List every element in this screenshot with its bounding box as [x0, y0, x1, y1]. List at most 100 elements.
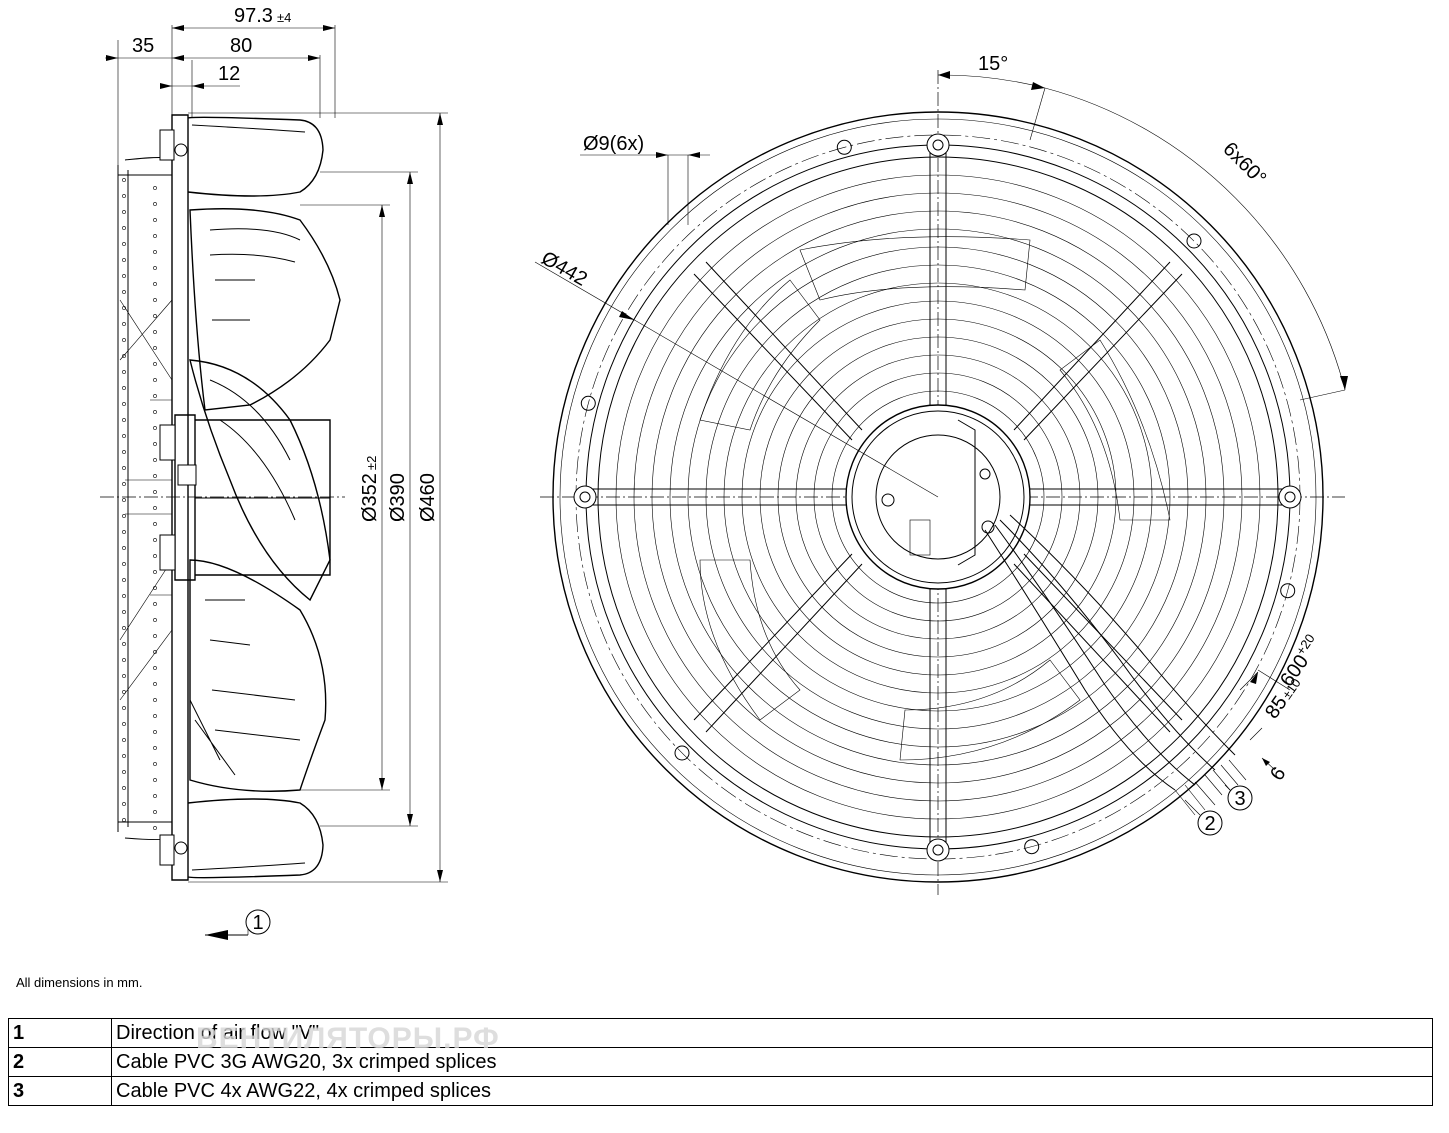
flange-plate: [171, 114, 189, 881]
wire-end-icon: [153, 218, 157, 222]
wire-end-icon: [153, 426, 157, 430]
wire-end-icon: [122, 706, 126, 710]
legend-text: Direction of air flow "V": [111, 1018, 1433, 1048]
wire-end-icon: [122, 306, 126, 310]
wire-end-icon: [153, 266, 157, 270]
wire-end-icon: [153, 538, 157, 542]
wire-end-icon: [153, 490, 157, 494]
wire-end-icon: [153, 202, 157, 206]
wire-end-icon: [153, 666, 157, 670]
wire-end-icon: [122, 178, 126, 182]
wire-end-icon: [122, 274, 126, 278]
technical-drawing: 97.3±4 35 80 12 Ø352±2 Ø390 Ø460 1: [100, 5, 1348, 940]
wire-end-icon: [153, 586, 157, 590]
wire-end-icon: [153, 714, 157, 718]
wire-end-icon: [122, 658, 126, 662]
inlet-ring-top: [187, 116, 324, 197]
wire-end-icon: [122, 354, 126, 358]
guard-ring: [633, 192, 1243, 802]
wire-end-icon: [153, 346, 157, 350]
wire-end-icon: [122, 482, 126, 486]
blade-outlines: [699, 236, 1171, 761]
wire-end-icon: [153, 554, 157, 558]
dim-390: Ø390: [387, 473, 409, 522]
wire-end-icon: [153, 186, 157, 190]
wire-end-icon: [122, 546, 126, 550]
wire-end-icon: [153, 570, 157, 574]
legend-row: 1 Direction of air flow "V": [8, 1018, 1433, 1048]
mount-hole-icon: [1280, 583, 1296, 599]
wire-end-icon: [122, 370, 126, 374]
wire-end-icon: [153, 458, 157, 462]
wire-end-icon: [153, 234, 157, 238]
bolt-icon: [1278, 485, 1302, 509]
guard-spokes: [585, 145, 1290, 850]
wire-end-icon: [153, 314, 157, 318]
wire-end-icon: [122, 226, 126, 230]
svg-text:2: 2: [1204, 813, 1215, 835]
mounting-holes: [580, 139, 1296, 855]
wire-end-icon: [153, 474, 157, 478]
wire-end-icon: [122, 386, 126, 390]
legend-num: 3: [8, 1076, 112, 1106]
wire-end-icon: [122, 722, 126, 726]
wire-end-icon: [153, 362, 157, 366]
wire-end-icon: [153, 298, 157, 302]
mount-hole-icon: [674, 745, 690, 761]
legend-text: Cable PVC 3G AWG20, 3x crimped splices: [111, 1047, 1433, 1077]
wire-end-icon: [153, 522, 157, 526]
legend-text: Cable PVC 4x AWG22, 4x crimped splices: [111, 1076, 1433, 1106]
dim-35: 35: [132, 35, 154, 57]
wire-end-icon: [122, 578, 126, 582]
wire-end-icon: [122, 322, 126, 326]
bolt-icon: [926, 838, 950, 862]
wire-end-icon: [122, 818, 126, 822]
guard-ring: [669, 228, 1207, 766]
wire-end-icon: [122, 610, 126, 614]
wire-end-icon: [122, 418, 126, 422]
legend-num: 2: [8, 1047, 112, 1077]
wire-end-icon: [122, 290, 126, 294]
wire-end-icon: [153, 698, 157, 702]
dim-80: 80: [230, 35, 252, 57]
legend-row: 2 Cable PVC 3G AWG20, 3x crimped splices: [8, 1047, 1433, 1077]
legend-row: 3 Cable PVC 4x AWG22, 4x crimped splices: [8, 1076, 1433, 1106]
units-note: All dimensions in mm.: [16, 975, 143, 990]
side-view: 97.3±4 35 80 12 Ø352±2 Ø390 Ø460 1: [100, 5, 448, 940]
dim-352: Ø352±2: [359, 456, 381, 522]
guard-grille: [117, 157, 173, 841]
wire-end-icon: [122, 434, 126, 438]
guard-ring: [777, 336, 1099, 658]
blade-mid: [189, 359, 331, 602]
wire-end-icon: [122, 530, 126, 534]
wire-end-icon: [122, 466, 126, 470]
inlet-ring-bottom: [187, 798, 324, 879]
bolt-icon: [926, 133, 950, 157]
wire-end-icon: [122, 562, 126, 566]
wire-end-icon: [122, 674, 126, 678]
wire-end-icon: [122, 626, 126, 630]
wire-end-icon: [122, 738, 126, 742]
wire-end-icon: [153, 378, 157, 382]
wire-end-icon: [153, 730, 157, 734]
callout-2: 2: [1184, 799, 1223, 836]
guard-ring: [795, 354, 1081, 640]
legend-num: 1: [8, 1018, 112, 1048]
guard-ring: [705, 264, 1171, 730]
wire-end-icon: [122, 258, 126, 262]
wire-end-icon: [122, 802, 126, 806]
wire-end-icon: [122, 498, 126, 502]
guard-ring: [615, 174, 1261, 820]
blade-top: [189, 208, 341, 411]
bolt-icon-inner: [579, 491, 591, 503]
wire-end-icon: [153, 282, 157, 286]
wire-end-icon: [122, 338, 126, 342]
bolt-icon-inner: [932, 139, 944, 151]
wire-end-icon: [153, 602, 157, 606]
callout-3: 3: [1224, 784, 1253, 811]
mount-hole-icon: [836, 139, 852, 155]
wire-end-icon: [122, 642, 126, 646]
outer-plate: [552, 111, 1324, 883]
wire-end-icon: [153, 330, 157, 334]
mount-hole-icon: [580, 395, 596, 411]
